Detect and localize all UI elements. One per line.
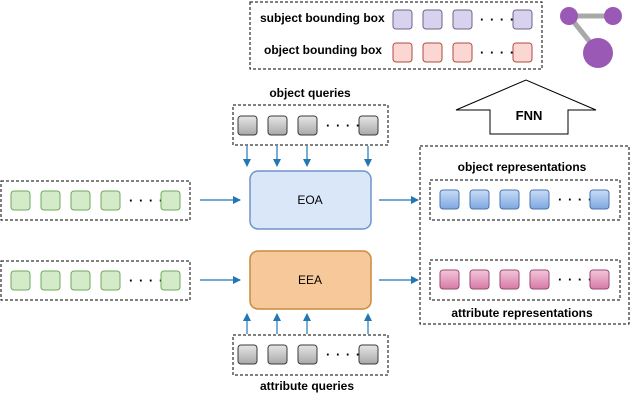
bounding-box-panel: subject bounding box object bounding box… [249,1,543,70]
fnn-arrow: FNN [455,79,597,135]
representations-panel: object representations · · · · · · · · a… [419,145,630,325]
graph-icon [560,7,622,68]
object-representations-label: object representations [458,160,587,174]
object-bounding-box-label: object bounding box [264,43,382,57]
input-token-row-bottom: · · · · [0,260,191,301]
ellipsis: · · · · [326,347,361,362]
object-queries-panel: · · · · [232,104,389,146]
fnn-label: FNN [516,108,543,123]
attribute-query-arrows [243,313,372,334]
ellipsis: · · · · [480,12,515,27]
ellipsis: · · · · [558,192,593,207]
object-representation-row: · · · · [429,179,621,221]
input-token-row-top: · · · · [0,180,191,221]
ellipsis: · · · · [558,272,593,287]
eoa-block: EOA [249,170,372,230]
eea-label: EEA [298,273,322,287]
object-queries-label: object queries [269,86,351,100]
ellipsis: · · · · [129,193,164,208]
subject-bounding-box-label: subject bounding box [260,11,385,25]
object-box-token-row: · · · · [392,42,533,63]
attribute-representation-row: · · · · [429,259,621,301]
ellipsis: · · · · [326,118,361,133]
ellipsis: · · · · [129,273,164,288]
attribute-queries-panel: · · · · [232,334,389,376]
eoa-label: EOA [297,193,322,207]
ellipsis: · · · · [480,45,515,60]
attribute-queries-label: attribute queries [260,379,354,393]
eea-block: EEA [249,250,372,310]
object-query-arrows [243,146,372,167]
subject-token-row: · · · · [392,9,533,30]
flow-arrows [200,196,419,284]
attribute-representations-label: attribute representations [451,306,593,320]
